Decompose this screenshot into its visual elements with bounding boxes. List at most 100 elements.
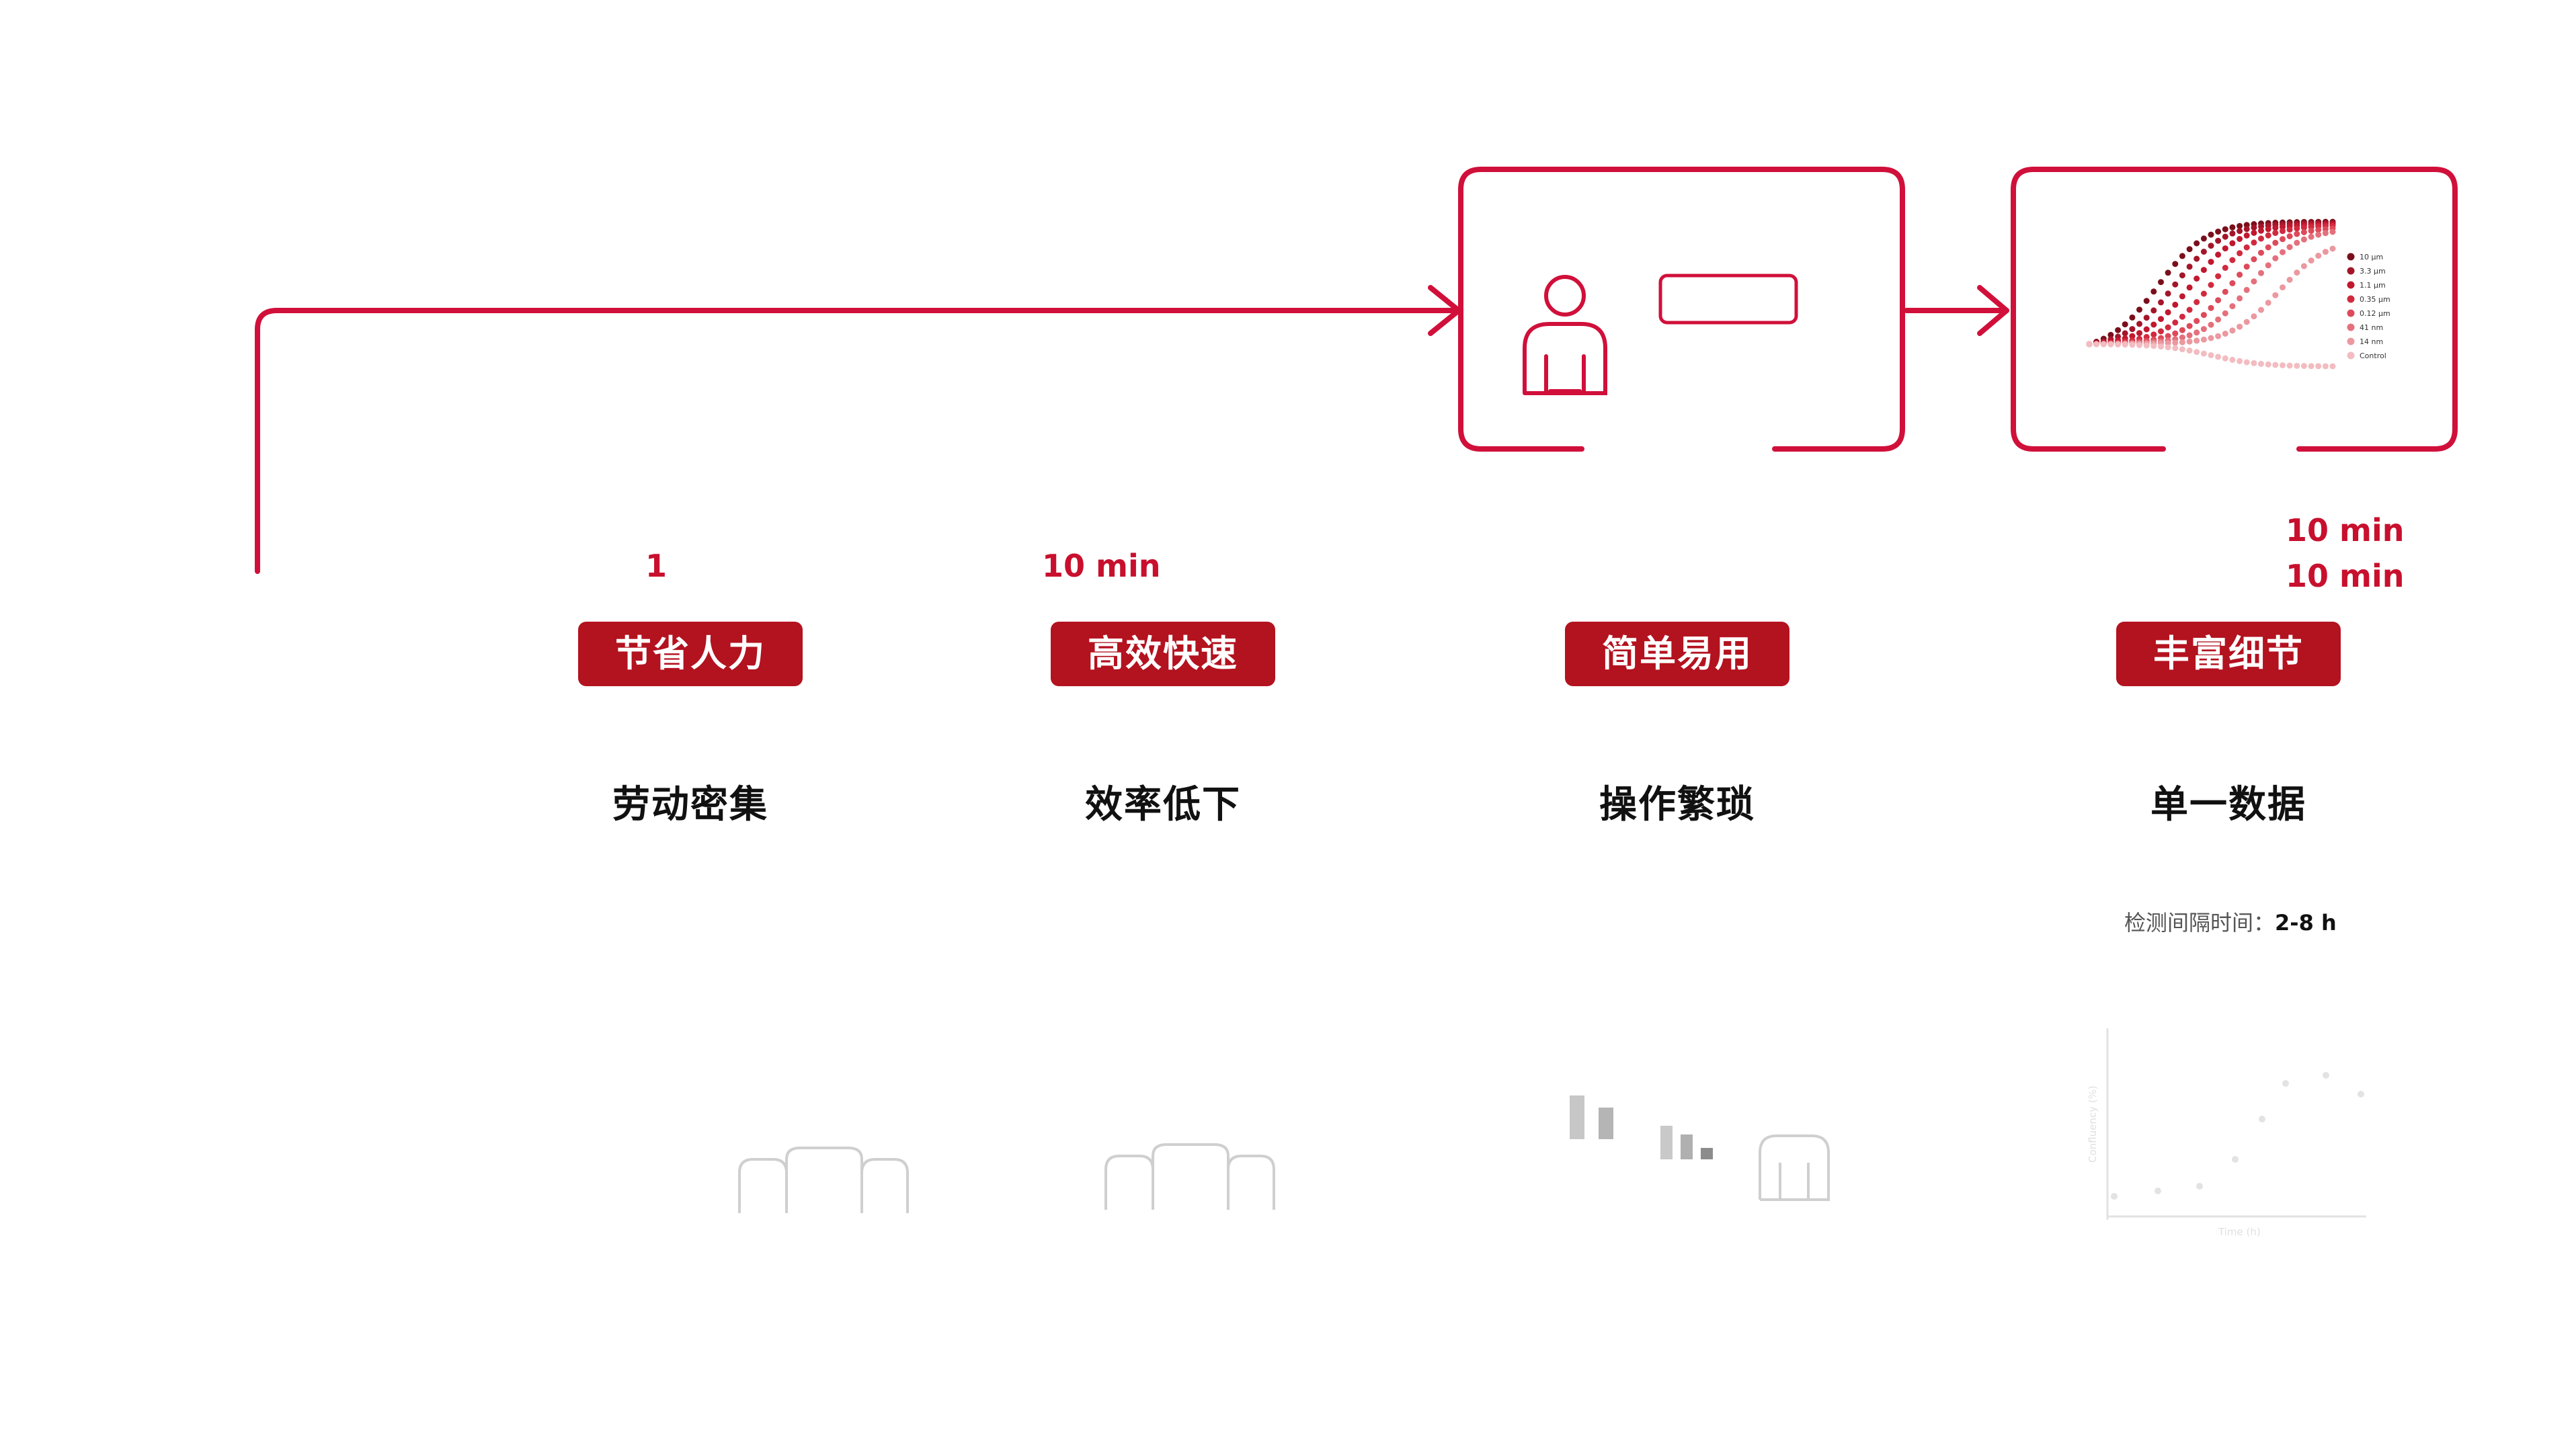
curve-dot — [2208, 243, 2214, 249]
curve-dot — [2272, 224, 2279, 231]
curve-dot — [2243, 319, 2250, 325]
stage2-number: 10 min — [1042, 548, 1161, 584]
legend-label: 41 nm — [2360, 323, 2383, 332]
curve-dot — [2129, 333, 2136, 339]
curve-dot — [2193, 240, 2200, 247]
curve-dot — [2150, 321, 2157, 328]
curve-dot — [2243, 263, 2250, 270]
curve-dot — [2308, 233, 2315, 240]
curve-dot — [2165, 344, 2171, 351]
curve-dot — [2158, 328, 2164, 335]
curve-dot — [2208, 282, 2214, 288]
curve-dot — [2300, 263, 2307, 270]
curve-dot — [2165, 324, 2171, 331]
badge-easy: 简单易用 — [1565, 622, 1789, 686]
curve-dot — [2294, 362, 2300, 369]
curve-dot — [2308, 257, 2315, 264]
curve-dot — [2172, 319, 2179, 326]
curve-dot — [2186, 338, 2193, 345]
curve-dot — [2136, 342, 2142, 348]
curve-dot — [2208, 304, 2214, 311]
curve-dot — [2200, 290, 2207, 297]
stage1-number: 1 — [645, 548, 668, 584]
curve-dot — [2136, 306, 2142, 313]
curve-dot — [2215, 273, 2222, 280]
curve-dot — [2215, 297, 2222, 304]
curve-dot — [2272, 362, 2279, 368]
curve-dot — [2251, 224, 2257, 231]
curve-dot — [2258, 249, 2264, 256]
curve-dot — [2165, 333, 2171, 339]
curve-dot — [2179, 339, 2185, 345]
legend-swatch — [2347, 267, 2355, 275]
curve-dot — [2237, 236, 2243, 242]
curve-dot — [2158, 299, 2164, 306]
curve-dot — [2222, 226, 2228, 233]
curve-dot — [2215, 251, 2222, 258]
legend-swatch — [2347, 337, 2355, 345]
curve-dot — [2222, 265, 2228, 271]
curve-dot — [2172, 339, 2179, 346]
curve-dot — [2243, 226, 2250, 233]
curve-dot — [2143, 298, 2150, 304]
curve-dot — [2193, 349, 2200, 356]
bar-icon — [1570, 1095, 1713, 1159]
curve-dot — [2179, 313, 2185, 320]
badge-rich-detail: 丰富细节 — [2116, 622, 2341, 686]
curve-dot — [2186, 263, 2193, 270]
curve-dot — [2243, 232, 2250, 239]
curve-dot — [2315, 363, 2322, 370]
legend-label: 0.35 μm — [2360, 295, 2390, 304]
curve-dot — [2280, 236, 2286, 243]
curve-dot — [2222, 355, 2228, 362]
curve-dot — [2237, 323, 2243, 330]
curve-dot — [2150, 343, 2157, 349]
stage4-number-1: 10 min — [2286, 512, 2405, 548]
curve-dot — [2329, 245, 2336, 252]
flow-arrow — [255, 285, 2009, 574]
curve-dot — [2165, 290, 2171, 297]
curve-dot — [2208, 231, 2214, 238]
badge-save-labor: 节省人力 — [578, 622, 803, 686]
title-complex-operation: 操作繁琐 — [1599, 783, 1755, 827]
curve-dot — [2308, 363, 2315, 370]
curve-dot — [2258, 223, 2264, 230]
curve-dot — [2229, 224, 2236, 231]
curve-dot — [2208, 335, 2214, 341]
curve-dot — [2272, 292, 2279, 298]
faded-point — [2232, 1156, 2239, 1163]
curve-dot — [2222, 288, 2228, 295]
curve-dot — [2329, 363, 2336, 370]
badge-fast: 高效快速 — [1051, 622, 1275, 686]
curve-dot — [2280, 249, 2286, 255]
curve-dot — [2294, 231, 2300, 237]
curve-dot — [2308, 228, 2315, 234]
curve-dot — [2208, 352, 2214, 358]
faded-point — [2358, 1091, 2364, 1098]
curve-dot — [2286, 244, 2293, 251]
curve-dot — [2322, 363, 2329, 370]
faded-point — [2259, 1116, 2265, 1122]
curve-dot — [2294, 270, 2300, 276]
curve-dot — [2329, 229, 2336, 235]
curve-dot — [2172, 261, 2179, 267]
curve-dot — [2186, 284, 2193, 291]
curve-dot — [2186, 246, 2193, 253]
title-single-data: 单一数据 — [2150, 783, 2306, 827]
curve-dot — [2251, 239, 2257, 246]
curve-dot — [2143, 315, 2150, 321]
curve-dot — [2222, 310, 2228, 317]
curve-dot — [2294, 225, 2300, 232]
curve-dot — [2280, 228, 2286, 235]
curve-dot — [2258, 227, 2264, 234]
curve-dot — [2200, 312, 2207, 319]
curve-dot — [2237, 222, 2243, 229]
faded-scatter-chart: Confluency (%) Time (h) — [2087, 1028, 2366, 1238]
curve-dot — [2286, 226, 2293, 233]
stage4-number-2: 10 min — [2286, 558, 2405, 594]
curve-dot — [2258, 270, 2264, 276]
curve-dot — [2237, 272, 2243, 278]
curve-dot — [2179, 327, 2185, 333]
curve-dot — [2200, 235, 2207, 242]
